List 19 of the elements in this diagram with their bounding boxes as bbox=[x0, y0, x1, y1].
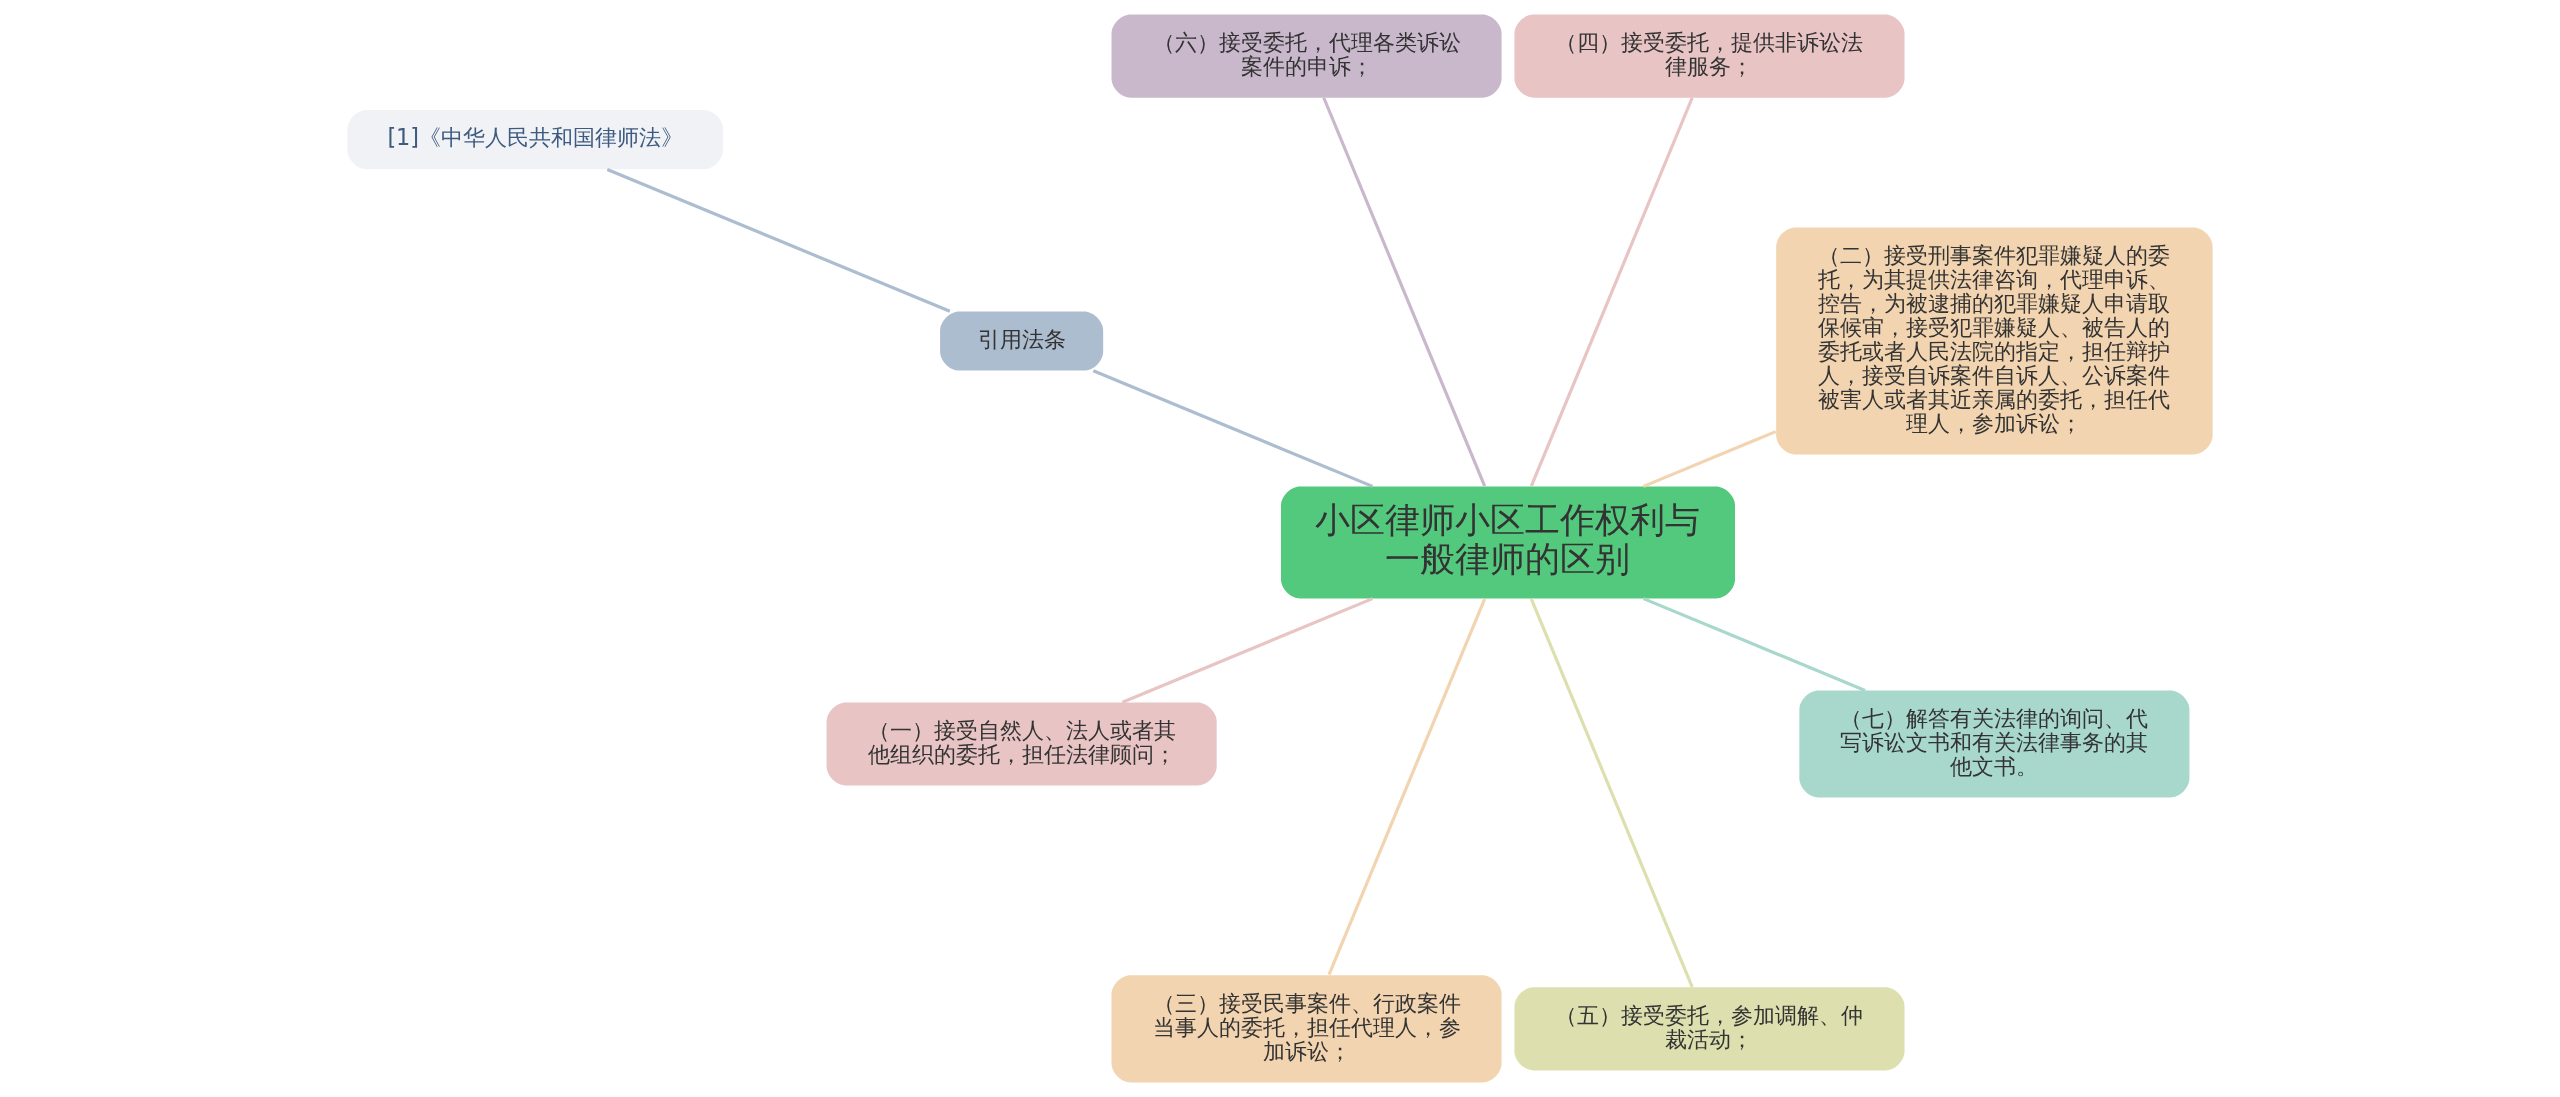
connector bbox=[1327, 598, 1487, 976]
node-box: 小区律师小区工作权利与一般律师的区别 bbox=[1281, 486, 1735, 599]
connector bbox=[1642, 597, 1866, 692]
connector bbox=[1092, 369, 1374, 488]
connector bbox=[1322, 97, 1487, 487]
node-box: （四）接受委托，提供非诉讼法律服务； bbox=[1514, 14, 1905, 98]
connector bbox=[1642, 430, 1777, 488]
connector bbox=[1529, 598, 1694, 988]
connector bbox=[1121, 597, 1374, 704]
node-box: （三）接受民事案件、行政案件当事人的委托，担任代理人，参加诉讼； bbox=[1111, 975, 1502, 1083]
node-box: （一）接受自然人、法人或者其他组织的委托，担任法律顾问； bbox=[826, 702, 1217, 786]
connector bbox=[606, 167, 951, 313]
node-box: （二）接受刑事案件犯罪嫌疑人的委托，为其提供法律咨询，代理申诉、控告，为被逮捕的犯罪嫌疑人申请取保候审，接受犯罪嫌疑人、被告人的委托或者人民法院的指定，担任辩护人，接受自诉案件自诉人、公诉案件被害人或者其近亲属的委托，担任代理人，参加诉讼； bbox=[1776, 227, 2213, 455]
node-box: （七）解答有关法律的询问、代写诉讼文书和有关法律事务的其他文书。 bbox=[1799, 690, 2190, 798]
connector bbox=[1529, 97, 1694, 487]
node-box: （五）接受委托，参加调解、仲裁活动； bbox=[1514, 987, 1905, 1071]
node-box: [1]《中华人民共和国律师法》 bbox=[347, 110, 724, 170]
node-box: 引用法条 bbox=[940, 311, 1104, 371]
node-box: （六）接受委托，代理各类诉讼案件的申诉； bbox=[1111, 14, 1502, 98]
